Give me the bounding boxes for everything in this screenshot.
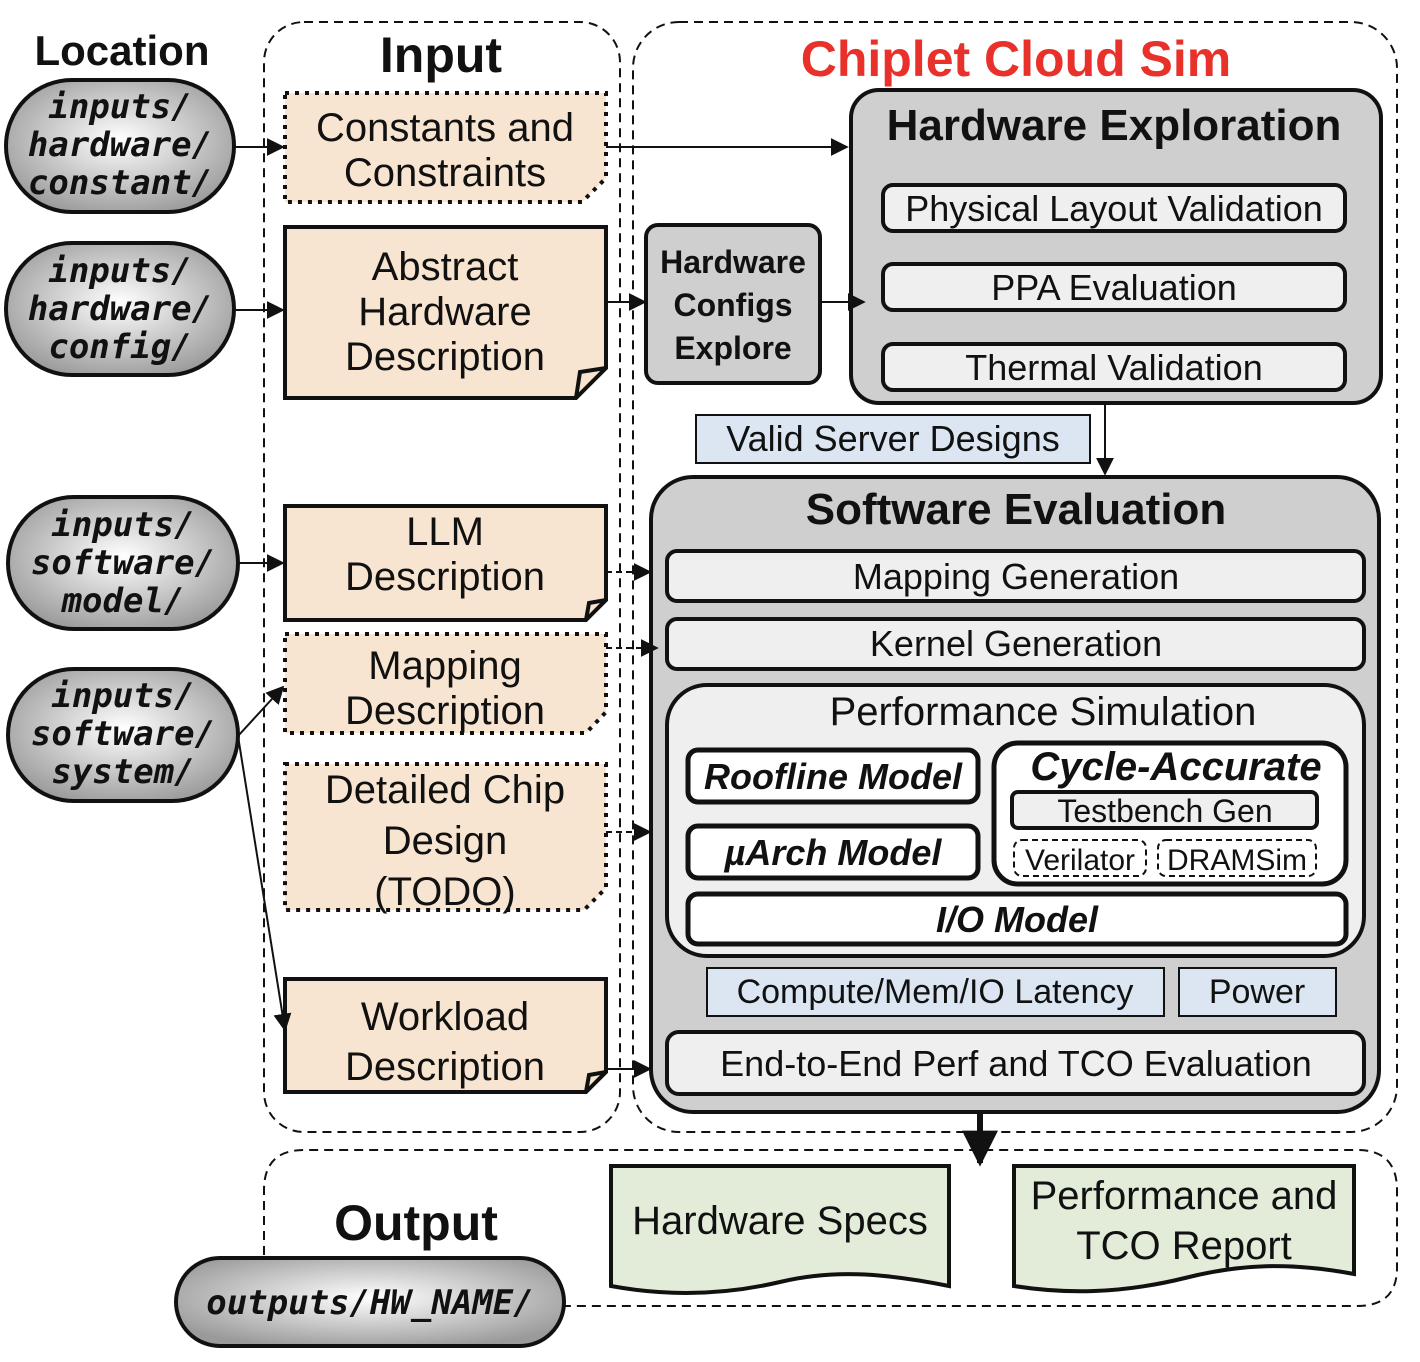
location-hw-config: inputs/ hardware/ config/ (4, 241, 236, 377)
location-sw-model: inputs/ software/ model/ (6, 495, 240, 631)
sim-region (632, 21, 1398, 1133)
valid-server-designs: Valid Server Designs (695, 414, 1091, 464)
roofline-model-label: Roofline Model (704, 756, 963, 797)
location-hw-constant: inputs/ hardware/ constant/ (4, 78, 236, 214)
e2e-eval-label: End-to-End Perf and TCO Evaluation (720, 1043, 1312, 1084)
dramsim-label: DRAMSim (1167, 844, 1307, 877)
testbench-gen-box (1010, 790, 1319, 830)
output-perf-report: Performance and TCO Report (1012, 1164, 1356, 1294)
uarch-model-label: µArch Model (724, 832, 943, 873)
hw-configs-explore: Hardware Configs Explore (644, 223, 822, 385)
input-abstract-hw-line2: Hardware (358, 290, 531, 334)
input-detailed-chip-line3: (TODO) (374, 870, 515, 914)
verilator-box (1013, 839, 1147, 877)
input-region (263, 21, 621, 1133)
output-hw-specs: Hardware Specs (609, 1164, 951, 1296)
software-evaluation-title: Software Evaluation (806, 485, 1227, 534)
kernel-generation-box (665, 617, 1366, 671)
dramsim-box (1157, 839, 1317, 877)
input-detailed-chip-line1: Detailed Chip (325, 768, 565, 812)
input-detailed-chip-line2: Design (383, 819, 508, 863)
input-abstract-hw-line1: Abstract (372, 245, 519, 289)
output-region (263, 1149, 1398, 1307)
software-evaluation: Software Evaluation Mapping Generation K… (649, 475, 1381, 1114)
ppa-eval-label: PPA Evaluation (991, 267, 1237, 308)
output-perf-report-line2: TCO Report (1076, 1224, 1292, 1268)
hardware-exploration-title: Hardware Exploration (887, 101, 1342, 150)
location-hw-constant-line3: constant/ (28, 163, 212, 203)
input-constants-line1: Constants and (316, 106, 574, 150)
thermal-validation-label: Thermal Validation (965, 347, 1262, 388)
location-hw-constant-line2: hardware/ (28, 125, 212, 165)
location-sw-model-line1: inputs/ (51, 505, 194, 545)
uarch-model-box (685, 823, 981, 881)
location-sw-system-line1: inputs/ (51, 676, 194, 716)
sim-title: Chiplet Cloud Sim (801, 31, 1232, 87)
location-output-label: outputs/HW_NAME/ (206, 1283, 534, 1323)
input-mapping: Mapping Description (283, 632, 608, 735)
input-workload: Workload Description (283, 977, 608, 1094)
location-hw-config-line1: inputs/ (48, 251, 191, 291)
mapping-generation-label: Mapping Generation (853, 556, 1179, 597)
input-mapping-line1: Mapping (368, 644, 521, 688)
hw-configs-line3: Explore (674, 330, 791, 366)
physical-layout-box (881, 183, 1347, 233)
thermal-validation-box (881, 342, 1347, 392)
input-detailed-chip: Detailed Chip Design (TODO) (283, 762, 608, 914)
ppa-eval-box (881, 262, 1347, 312)
location-sw-system-line2: software/ (31, 714, 215, 754)
location-hw-config-line2: hardware/ (28, 289, 212, 329)
output-header: Output (334, 1195, 498, 1251)
input-workload-line2: Description (345, 1045, 545, 1089)
hw-configs-line1: Hardware (660, 244, 806, 280)
location-header: Location (35, 27, 210, 74)
input-llm-line1: LLM (406, 510, 484, 554)
output-hw-specs-label: Hardware Specs (632, 1199, 928, 1243)
power-label: Power (1209, 973, 1305, 1011)
input-constants: Constants and Constraints (283, 91, 608, 204)
cycle-accurate-title: Cycle-Accurate (1030, 745, 1321, 789)
input-constants-line2: Constraints (344, 151, 546, 195)
cycle-accurate: Cycle-Accurate Testbench Gen Verilator D… (991, 740, 1349, 887)
location-hw-config-line3: config/ (48, 327, 191, 367)
latency-box (706, 967, 1165, 1017)
io-model-box (685, 891, 1349, 947)
performance-simulation-title: Performance Simulation (830, 690, 1257, 734)
power-box (1178, 967, 1337, 1017)
valid-server-designs-label: Valid Server Designs (726, 418, 1059, 459)
input-mapping-line2: Description (345, 689, 545, 733)
input-header: Input (380, 27, 503, 83)
output-perf-report-line1: Performance and (1031, 1174, 1338, 1218)
location-sw-model-line2: software/ (31, 543, 215, 583)
hardware-exploration: Hardware Exploration Physical Layout Val… (849, 88, 1383, 405)
location-hw-constant-line1: inputs/ (48, 87, 191, 127)
kernel-generation-label: Kernel Generation (870, 623, 1162, 664)
mapping-generation-box (665, 549, 1366, 603)
testbench-gen-label: Testbench Gen (1057, 793, 1272, 829)
location-sw-system: inputs/ software/ system/ (6, 667, 240, 803)
input-abstract-hw-line3: Description (345, 335, 545, 379)
location-sw-system-line3: system/ (51, 752, 194, 792)
connectors (234, 138, 1114, 1167)
location-sw-model-line3: model/ (61, 581, 185, 621)
input-workload-line1: Workload (361, 995, 529, 1039)
hw-configs-line2: Configs (673, 287, 792, 323)
physical-layout-label: Physical Layout Validation (905, 188, 1323, 229)
performance-simulation: Performance Simulation Roofline Model µA… (665, 683, 1366, 958)
input-abstract-hw: Abstract Hardware Description (283, 225, 608, 400)
e2e-eval-box (665, 1030, 1366, 1096)
io-model-label: I/O Model (936, 899, 1099, 940)
latency-label: Compute/Mem/IO Latency (737, 973, 1134, 1011)
location-output: outputs/HW_NAME/ (174, 1256, 566, 1348)
verilator-label: Verilator (1025, 844, 1135, 877)
input-llm: LLM Description (283, 504, 608, 622)
roofline-model-box (685, 747, 981, 805)
input-llm-line2: Description (345, 555, 545, 599)
